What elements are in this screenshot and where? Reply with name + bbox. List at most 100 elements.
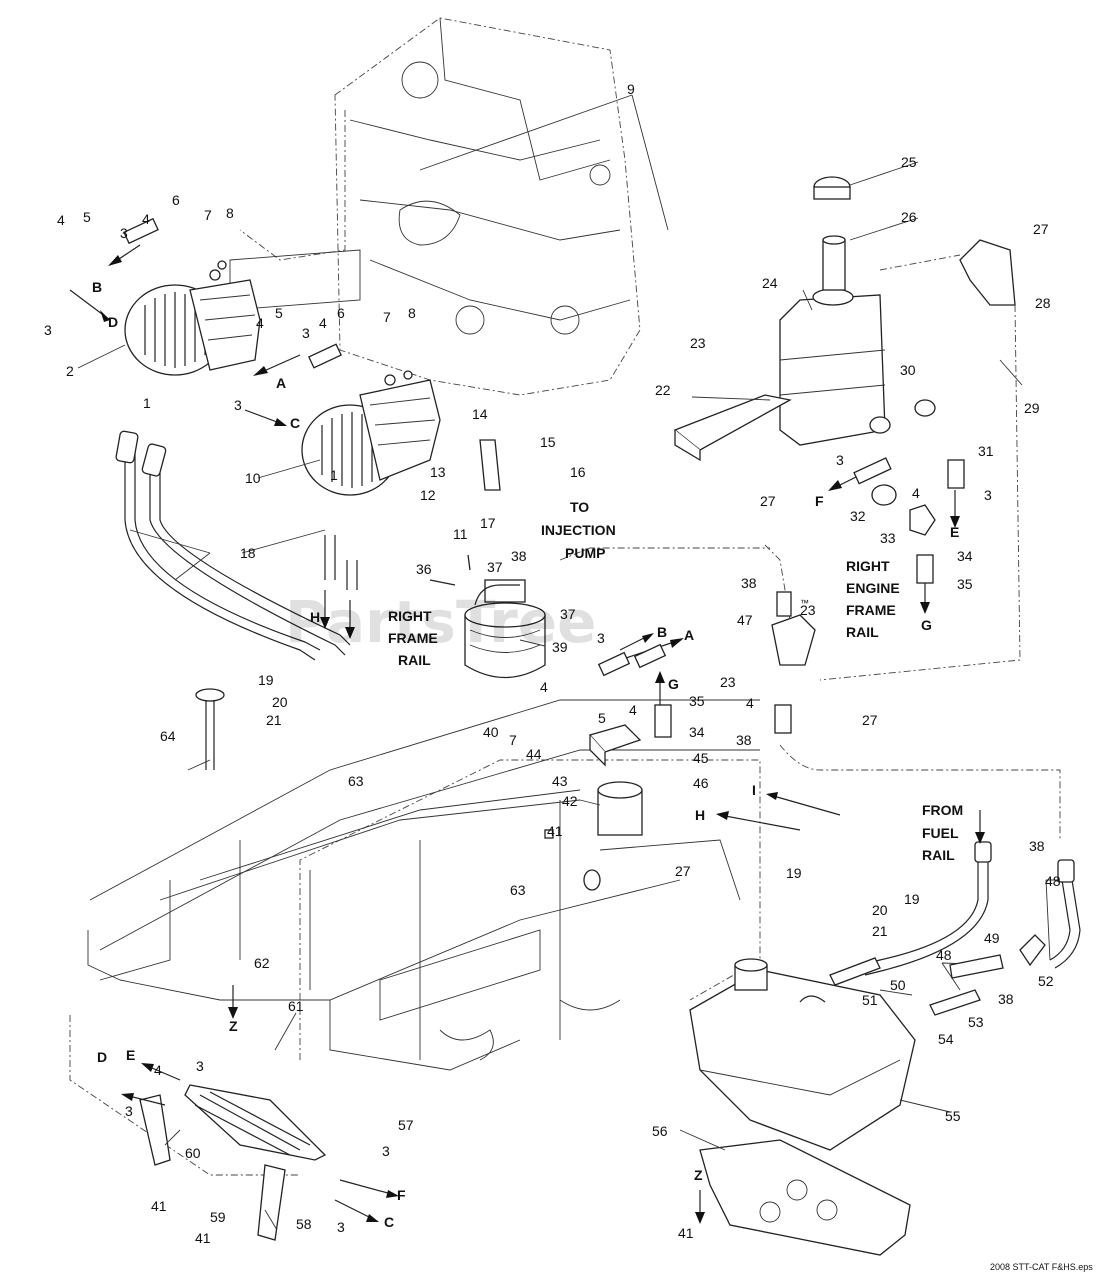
diagram-notes: TO INJECTION PUMP RIGHT FRAME RAIL RIGHT…	[388, 499, 963, 863]
callout-numbers: 1 1 2 3 3 3 3 3 3 3 3 3 3 3 4 4 4 4 4 4 …	[44, 81, 1061, 1246]
callout-32: 32	[850, 508, 866, 524]
callout-3: 3	[836, 452, 844, 468]
callout-19: 19	[786, 865, 802, 881]
callout-19: 19	[258, 672, 274, 688]
callout-42: 42	[562, 793, 578, 809]
flow-letter-z: Z	[229, 1018, 238, 1034]
callout-23: 23	[690, 335, 706, 351]
svg-text:PUMP: PUMP	[565, 545, 605, 561]
callout-37: 37	[560, 606, 576, 622]
flow-letter-c: C	[290, 415, 300, 431]
svg-text:FRAME: FRAME	[846, 602, 896, 618]
engine-frame	[229, 17, 641, 396]
callout-49: 49	[984, 930, 1000, 946]
callout-3: 3	[44, 322, 52, 338]
callout-6: 6	[172, 192, 180, 208]
flow-letter-z: Z	[694, 1167, 703, 1183]
callout-63: 63	[348, 773, 364, 789]
flow-letter-g: G	[921, 617, 932, 633]
callout-24: 24	[762, 275, 778, 291]
flow-letter-h: H	[310, 609, 320, 625]
callout-3: 3	[196, 1058, 204, 1074]
callout-4: 4	[154, 1062, 162, 1078]
callout-1: 1	[143, 395, 151, 411]
flow-letter-f: F	[397, 1187, 406, 1203]
callout-41: 41	[547, 823, 563, 839]
hydraulic-hoses	[115, 430, 358, 661]
callout-1: 1	[330, 467, 338, 483]
note-right-frame-rail: RIGHT	[388, 608, 432, 624]
svg-text:ENGINE: ENGINE	[846, 580, 900, 596]
callout-6: 6	[337, 305, 345, 321]
callout-48: 48	[936, 947, 952, 963]
callout-27: 27	[862, 712, 878, 728]
inline-filter	[588, 724, 643, 836]
hydraulic-pump-right	[301, 370, 441, 496]
callout-3: 3	[125, 1103, 133, 1119]
flow-letter-i: I	[752, 782, 756, 798]
callout-8: 8	[408, 305, 416, 321]
callout-34: 34	[957, 548, 973, 564]
callout-20: 20	[872, 902, 888, 918]
flow-arrows	[69, 244, 985, 1224]
callout-4: 4	[629, 702, 637, 718]
callout-12: 12	[420, 487, 436, 503]
callout-37: 37	[487, 559, 503, 575]
callout-40: 40	[483, 724, 499, 740]
callout-27: 27	[1033, 221, 1049, 237]
callout-18: 18	[240, 545, 256, 561]
callout-3: 3	[234, 397, 242, 413]
flow-letter-g: G	[668, 676, 679, 692]
callout-38: 38	[741, 575, 757, 591]
flow-letter-d: D	[108, 314, 118, 330]
callout-15: 15	[540, 434, 556, 450]
flow-letter-f: F	[815, 493, 824, 509]
callout-41: 41	[195, 1230, 211, 1246]
callout-3: 3	[302, 325, 310, 341]
callout-5: 5	[598, 710, 606, 726]
source-file-label: 2008 STT-CAT F&HS.eps	[990, 1262, 1093, 1272]
callout-38: 38	[1029, 838, 1045, 854]
svg-text:FRAME: FRAME	[388, 630, 438, 646]
callout-19: 19	[904, 891, 920, 907]
fuel-filter	[464, 579, 546, 679]
callout-61: 61	[288, 998, 304, 1014]
skid-plate	[699, 1139, 911, 1256]
callout-17: 17	[480, 515, 496, 531]
callout-58: 58	[296, 1216, 312, 1232]
callout-51: 51	[862, 992, 878, 1008]
callout-36: 36	[416, 561, 432, 577]
flow-letter-d: D	[97, 1049, 107, 1065]
note-right-engine-frame-rail: RIGHT	[846, 558, 890, 574]
callout-57: 57	[398, 1117, 414, 1133]
callout-4: 4	[57, 212, 65, 228]
callout-7: 7	[383, 309, 391, 325]
callout-55: 55	[945, 1108, 961, 1124]
callout-5: 5	[275, 305, 283, 321]
callout-7: 7	[509, 732, 517, 748]
callout-43: 43	[552, 773, 568, 789]
callout-26: 26	[901, 209, 917, 225]
callout-44: 44	[526, 746, 542, 762]
watermark: PartsTree ™	[285, 588, 809, 656]
callout-29: 29	[1024, 400, 1040, 416]
callout-38: 38	[511, 548, 527, 564]
flow-letters: A A B B C C D D E E F F G G H H I Z Z	[92, 279, 959, 1230]
callout-8: 8	[226, 205, 234, 221]
callout-7: 7	[204, 207, 212, 223]
fuel-lines	[859, 841, 1081, 976]
callout-22: 22	[655, 382, 671, 398]
callout-64: 64	[160, 728, 176, 744]
flow-letter-b: B	[657, 624, 667, 640]
callout-14: 14	[472, 406, 488, 422]
callout-31: 31	[978, 443, 994, 459]
callout-16: 16	[570, 464, 586, 480]
callout-38: 38	[736, 732, 752, 748]
leader-lines	[77, 94, 1060, 1231]
callout-27: 27	[760, 493, 776, 509]
callout-3: 3	[337, 1219, 345, 1235]
flow-letter-b: B	[92, 279, 102, 295]
callout-34: 34	[689, 724, 705, 740]
callout-47: 47	[737, 612, 753, 628]
